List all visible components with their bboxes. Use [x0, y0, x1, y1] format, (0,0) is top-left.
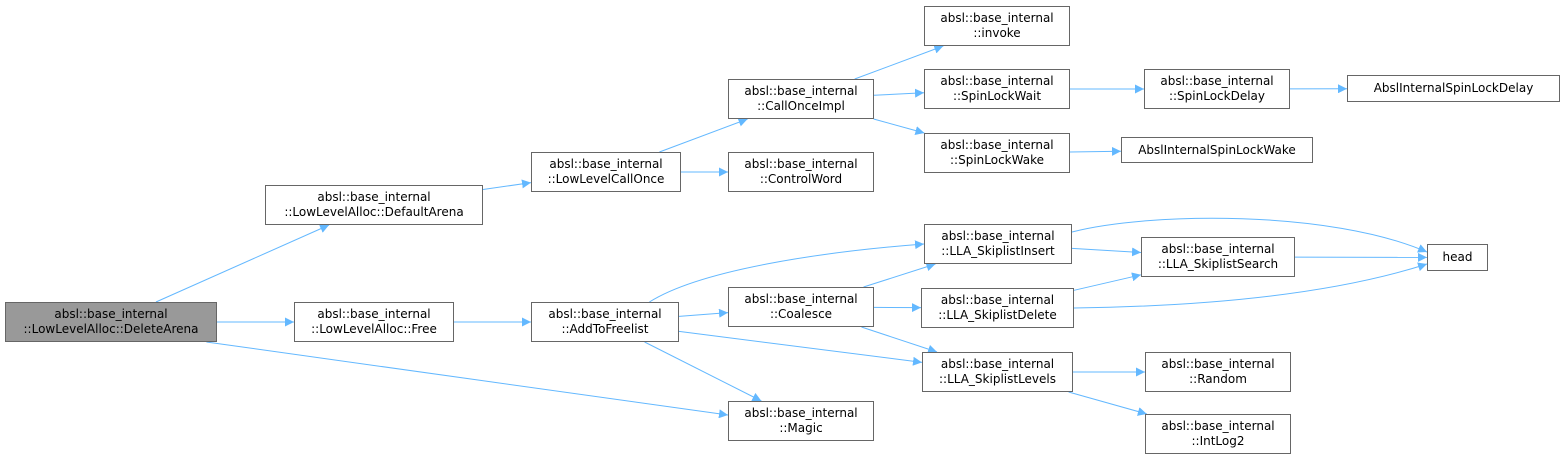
node-lla-skiplist-insert[interactable]: absl::base_internal::LLA_SkiplistInsert: [924, 224, 1072, 264]
node-invoke[interactable]: absl::base_internal::invoke: [924, 6, 1070, 46]
node-low-level-call-once[interactable]: absl::base_internal::LowLevelCallOnce: [531, 152, 681, 192]
node-call-once-impl[interactable]: absl::base_internal::CallOnceImpl: [728, 79, 874, 119]
node-label-line: ::LLA_SkiplistInsert: [941, 244, 1055, 258]
node-absl-internal-spin-lock-delay[interactable]: AbslInternalSpinLockDelay: [1347, 75, 1560, 102]
node-label-line: ::Random: [1189, 372, 1247, 386]
node-head[interactable]: head: [1427, 244, 1488, 271]
edge-lla-skiplist-insert-to-head: [1071, 217, 1428, 253]
node-free[interactable]: absl::base_internal::LowLevelAlloc::Free: [294, 302, 454, 342]
node-default-arena[interactable]: absl::base_internal::LowLevelAlloc::Defa…: [265, 185, 483, 225]
edge-lla-skiplist-delete-to-head: [1073, 262, 1428, 309]
edges-layer: [155, 44, 1428, 419]
node-label-line: absl::base_internal: [317, 190, 431, 204]
node-label-line: AbslInternalSpinLockDelay: [1373, 81, 1534, 95]
edge-delete-arena-to-magic: [206, 341, 729, 419]
edge-coalesce-to-lla-skiplist-levels: [861, 326, 938, 354]
node-label-line: ::ControlWord: [759, 172, 843, 186]
edge-add-to-freelist-to-lla-skiplist-levels: [678, 330, 923, 366]
node-label-line: ::Coalesce: [769, 307, 833, 321]
node-label-line: absl::base_internal: [54, 307, 168, 321]
node-label-line: head: [1442, 250, 1473, 264]
node-label-line: absl::base_internal: [744, 406, 858, 420]
node-label-line: absl::base_internal: [940, 357, 1055, 371]
node-label-line: ::AddToFreelist: [561, 322, 649, 336]
edge-lla-skiplist-insert-to-lla-skiplist-search: [1071, 247, 1142, 257]
node-label-line: ::LowLevelAlloc::DeleteArena: [23, 322, 199, 336]
node-spin-lock-wake[interactable]: absl::base_internal::SpinLockWake: [924, 133, 1070, 173]
node-label-line: ::SpinLockWait: [952, 89, 1042, 103]
edge-call-once-impl-to-invoke: [854, 44, 944, 80]
node-spin-lock-delay[interactable]: absl::base_internal::SpinLockDelay: [1144, 69, 1290, 109]
node-label-line: ::LLA_SkiplistSearch: [1157, 257, 1279, 271]
node-spin-lock-wait[interactable]: absl::base_internal::SpinLockWait: [924, 69, 1070, 109]
edge-low-level-call-once-to-call-once-impl: [659, 117, 748, 153]
edge-coalesce-to-lla-skiplist-insert: [863, 262, 936, 288]
node-control-word[interactable]: absl::base_internal::ControlWord: [728, 152, 874, 192]
edge-default-arena-to-low-level-call-once: [482, 179, 532, 190]
node-lla-skiplist-search[interactable]: absl::base_internal::LLA_SkiplistSearch: [1141, 237, 1295, 277]
node-label-line: AbslInternalSpinLockWake: [1138, 142, 1296, 157]
node-label-line: absl::base_internal: [549, 157, 663, 171]
node-label-line: absl::base_internal: [1161, 419, 1275, 433]
node-label-line: absl::base_internal: [317, 307, 431, 321]
edge-spin-lock-wake-to-absl-internal-spin-lock-wake: [1069, 146, 1122, 156]
edge-call-once-impl-to-spin-lock-wait: [873, 88, 925, 98]
node-label-line: ::LLA_SkiplistLevels: [938, 372, 1056, 386]
node-label-line: ::LowLevelAlloc::DefaultArena: [284, 205, 464, 219]
node-label-line: absl::base_internal: [940, 138, 1054, 152]
node-magic[interactable]: absl::base_internal::Magic: [728, 401, 874, 441]
node-label-line: ::IntLog2: [1191, 434, 1245, 448]
node-label-line: absl::base_internal: [940, 293, 1055, 307]
node-label-line: absl::base_internal: [940, 74, 1054, 88]
node-int-log2[interactable]: absl::base_internal::IntLog2: [1145, 414, 1291, 454]
node-delete-arena: absl::base_internal::LowLevelAlloc::Dele…: [5, 302, 217, 342]
edge-add-to-freelist-to-magic: [644, 341, 762, 402]
node-label-line: absl::base_internal: [548, 307, 662, 321]
node-label-line: absl::base_internal: [744, 292, 858, 306]
node-absl-internal-spin-lock-wake[interactable]: AbslInternalSpinLockWake: [1121, 137, 1313, 163]
edge-add-to-freelist-to-coalesce: [678, 308, 729, 318]
edge-call-once-impl-to-spin-lock-wake: [873, 118, 925, 135]
node-label-line: absl::base_internal: [1161, 357, 1275, 371]
edge-delete-arena-to-default-arena: [155, 224, 330, 303]
node-label-line: absl::base_internal: [744, 84, 858, 98]
node-label-line: ::invoke: [973, 26, 1021, 40]
node-label-line: ::Magic: [779, 421, 823, 435]
node-label-line: ::LowLevelCallOnce: [547, 172, 665, 186]
node-label-line: ::LowLevelAlloc::Free: [311, 322, 437, 336]
node-label-line: absl::base_internal: [940, 11, 1054, 25]
node-label-line: absl::base_internal: [941, 229, 1055, 243]
node-add-to-freelist[interactable]: absl::base_internal::AddToFreelist: [531, 302, 679, 342]
node-lla-skiplist-levels[interactable]: absl::base_internal::LLA_SkiplistLevels: [922, 352, 1073, 392]
node-label-line: absl::base_internal: [744, 157, 858, 171]
edge-add-to-freelist-to-lla-skiplist-insert: [649, 240, 925, 303]
node-label-line: absl::base_internal: [1160, 74, 1274, 88]
edge-lla-skiplist-levels-to-int-log2: [1068, 391, 1148, 416]
node-coalesce[interactable]: absl::base_internal::Coalesce: [728, 287, 874, 327]
node-label-line: absl::base_internal: [1161, 242, 1275, 256]
node-label-line: ::LLA_SkiplistDelete: [938, 308, 1057, 322]
node-lla-skiplist-delete[interactable]: absl::base_internal::LLA_SkiplistDelete: [921, 288, 1074, 328]
node-label-line: ::SpinLockWake: [950, 153, 1044, 167]
node-label-line: ::SpinLockDelay: [1168, 89, 1266, 103]
edge-lla-skiplist-delete-to-lla-skiplist-search: [1073, 272, 1142, 291]
node-label-line: ::CallOnceImpl: [757, 99, 845, 113]
node-random[interactable]: absl::base_internal::Random: [1145, 352, 1291, 392]
